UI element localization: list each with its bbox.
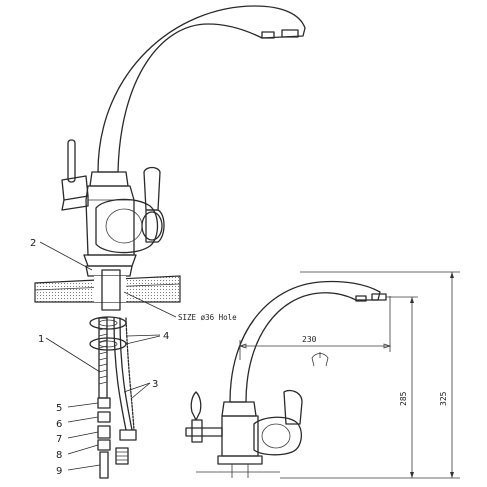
spout-outlet-2 bbox=[281, 29, 299, 38]
spout-collar bbox=[89, 171, 129, 187]
callout-5: 5 bbox=[56, 403, 62, 414]
callout-8: 8 bbox=[56, 450, 62, 461]
cartridge-housing bbox=[95, 198, 159, 254]
mixer-handle bbox=[141, 166, 165, 243]
dimension-total-height: 325 bbox=[439, 391, 448, 406]
exploded-faucet bbox=[34, 5, 306, 479]
spout-outlet-1 bbox=[261, 31, 275, 39]
elevation-outlet-1 bbox=[355, 295, 367, 302]
callout-3: 3 bbox=[152, 379, 158, 390]
hole-size-note: SIZE ø36 Hole bbox=[178, 313, 237, 322]
callout-1: 1 bbox=[38, 334, 44, 345]
callout-6: 6 bbox=[56, 419, 62, 430]
flexible-hoses bbox=[113, 317, 137, 465]
mounting-shank bbox=[101, 269, 121, 311]
threaded-rod bbox=[98, 317, 108, 399]
callout-4: 4 bbox=[163, 331, 169, 342]
callout-2: 2 bbox=[30, 238, 36, 249]
filter-lever bbox=[61, 139, 89, 211]
dimension-reach: 230 bbox=[302, 335, 317, 344]
spout bbox=[97, 5, 306, 173]
countertop bbox=[34, 275, 181, 303]
fitting-stack bbox=[97, 397, 111, 479]
base-rings bbox=[83, 254, 137, 277]
faucet-body bbox=[85, 185, 135, 256]
callout-7: 7 bbox=[56, 434, 62, 445]
elevation-filter-lever bbox=[185, 391, 223, 443]
dimension-spout-height: 285 bbox=[399, 391, 408, 406]
callout-9: 9 bbox=[56, 466, 62, 477]
side-elevation bbox=[185, 280, 387, 478]
dimension-lines bbox=[238, 271, 460, 479]
callout-leaders bbox=[39, 241, 177, 471]
